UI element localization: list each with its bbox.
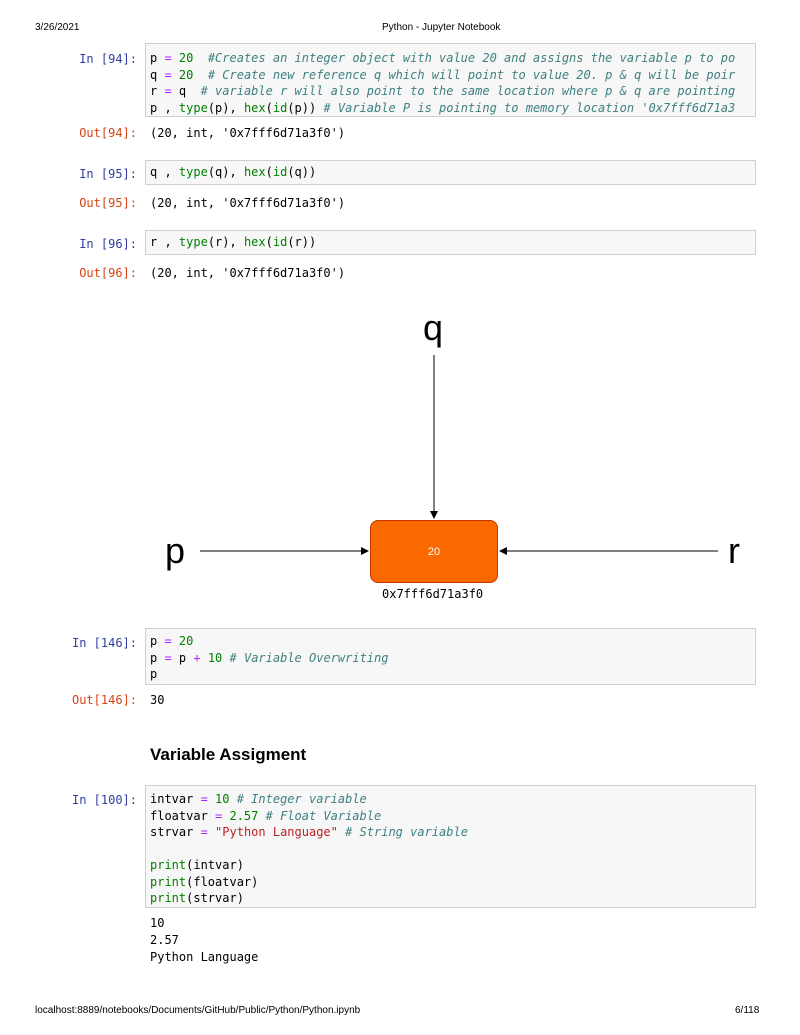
code-line: strvar = "Python Language" # String vari… [150, 825, 468, 839]
label-r: r [728, 530, 740, 571]
code-line: p , type(p), hex(id(p)) # Variable P is … [150, 100, 736, 115]
print-date: 3/26/2021 [35, 22, 80, 33]
code-line: p = 20 #Creates an integer object with v… [150, 51, 736, 65]
code-cell-96[interactable]: r , type(r), hex(id(r)) [145, 230, 756, 255]
output-prompt-96: Out[96]: [79, 266, 137, 280]
output-prompt-95: Out[95]: [79, 196, 137, 210]
label-p: p [165, 530, 186, 571]
code-line: p = p + 10 # Variable Overwriting [150, 650, 389, 665]
node-value: 20 [427, 545, 441, 558]
input-prompt-146: In [146]: [71, 636, 137, 650]
output-146: 30 [150, 693, 165, 707]
output-100-line: 2.57 [150, 933, 179, 947]
page-number: 6/118 [735, 1005, 760, 1016]
page-title: Python - Jupyter Notebook [382, 22, 501, 33]
output-100-line: Python Language [150, 950, 259, 964]
output-prompt-94: Out[94]: [79, 126, 137, 140]
output-100-line: 10 [150, 916, 165, 930]
code-cell-100[interactable]: intvar = 10 # Integer variable floatvar … [145, 785, 756, 908]
reference-diagram: q p r 20 0x7fff6d71a3f0 [150, 305, 760, 615]
input-prompt-96: In [96]: [79, 237, 137, 251]
code-line: q , type(q), hex(id(q)) [150, 165, 317, 179]
code-line: q = 20 # Create new reference q which wi… [150, 67, 736, 82]
input-prompt-100: In [100]: [71, 793, 137, 807]
code-line: print(strvar) [150, 891, 244, 905]
code-cell-94[interactable]: p = 20 #Creates an integer object with v… [145, 43, 756, 117]
input-prompt-94: In [94]: [79, 52, 137, 66]
code-line: intvar = 10 # Integer variable [150, 792, 367, 806]
section-heading: Variable Assigment [150, 745, 307, 764]
code-line: p = 20 [150, 634, 194, 648]
code-line: r = q # variable r will also point to th… [150, 84, 736, 98]
code-line: floatvar = 2.57 # Float Variable [150, 808, 382, 823]
input-prompt-95: In [95]: [79, 167, 137, 181]
node-address: 0x7fff6d71a3f0 [382, 587, 484, 601]
code-line: print(intvar) [150, 858, 244, 872]
output-95: (20, int, '0x7fff6d71a3f0') [150, 196, 346, 210]
output-94: (20, int, '0x7fff6d71a3f0') [150, 126, 346, 140]
output-96: (20, int, '0x7fff6d71a3f0') [150, 266, 346, 280]
print-url: localhost:8889/notebooks/Documents/GitHu… [35, 1005, 361, 1016]
output-prompt-146: Out[146]: [71, 693, 137, 707]
code-cell-146[interactable]: p = 20 p = p + 10 # Variable Overwriting… [145, 628, 756, 685]
code-line: print(floatvar) [150, 874, 259, 889]
code-line: p [150, 667, 158, 681]
integer-object-node: 20 [370, 520, 498, 583]
code-line: r , type(r), hex(id(r)) [150, 235, 317, 249]
code-line [146, 841, 755, 858]
code-cell-95[interactable]: q , type(q), hex(id(q)) [145, 160, 756, 185]
reference-arrows [200, 355, 718, 555]
label-q: q [423, 307, 444, 348]
